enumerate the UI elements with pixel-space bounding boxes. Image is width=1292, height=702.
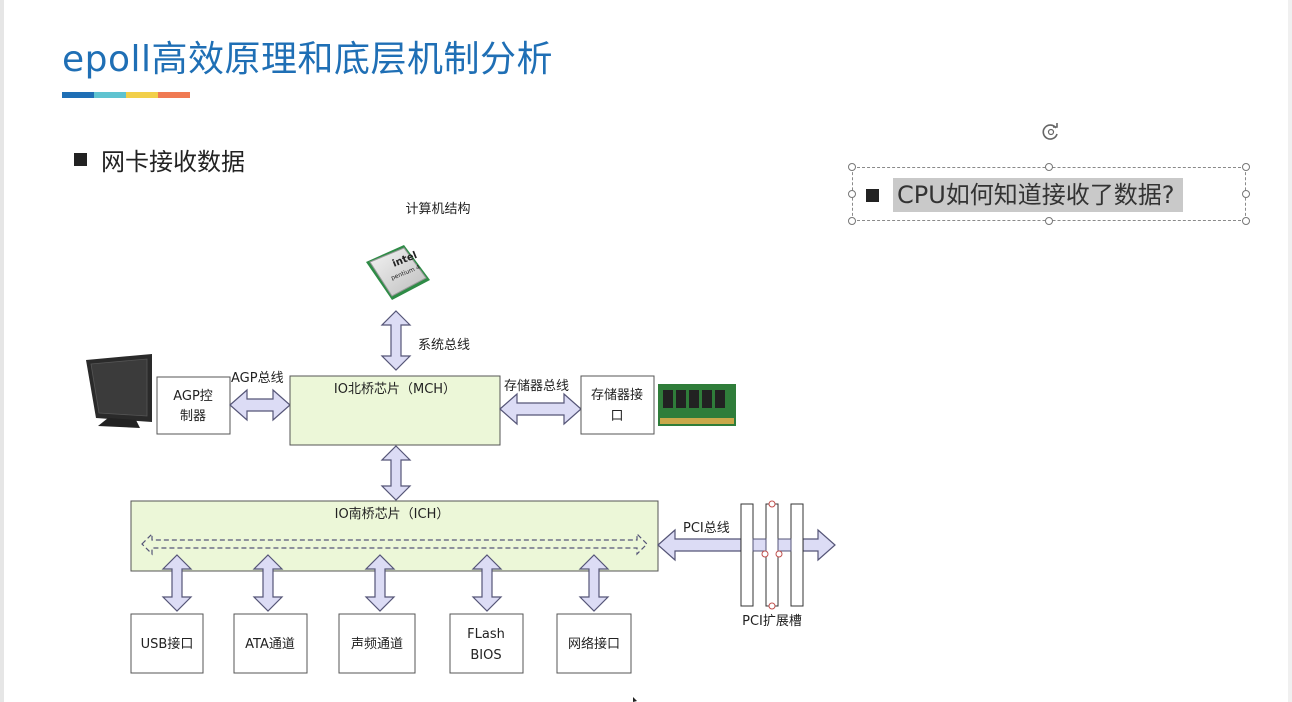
resize-handle-middle-right[interactable]: [1242, 190, 1250, 198]
pci-slot-connector-1: [752, 538, 767, 552]
accent-segment-yellow: [126, 92, 158, 98]
resize-handle-top-right[interactable]: [1242, 163, 1250, 171]
nb-sb-link-arrow: [380, 445, 412, 501]
flash-bios-line1: FLash: [467, 627, 505, 642]
ram-module-icon: [658, 384, 736, 426]
callout-bullet-square-icon: [866, 188, 879, 202]
memory-interface-box: [580, 375, 655, 435]
pci-slot-marker-bottom: [768, 602, 776, 610]
southbridge-chip: [130, 500, 659, 572]
bullet-square-icon: [74, 153, 87, 166]
flash-bios-box: [449, 613, 524, 674]
pci-bus-label: PCI总线: [683, 521, 730, 536]
diagram-caption: 计算机结构: [405, 202, 470, 217]
left-edge: [0, 0, 4, 702]
resize-handle-top-center[interactable]: [1045, 163, 1053, 171]
pci-slot-connector-2: [777, 538, 792, 552]
resize-handle-bottom-right[interactable]: [1242, 217, 1250, 225]
resize-handle-top-left[interactable]: [848, 163, 856, 171]
ata-link-arrow: [252, 554, 284, 612]
memory-bus-arrow: [499, 392, 582, 426]
network-interface-label: 网络接口: [568, 636, 620, 652]
audio-channel-box: [338, 613, 416, 674]
ata-channel-label: ATA通道: [245, 637, 295, 652]
bullet-item: 网卡接收数据: [74, 142, 245, 177]
pci-slot-1: [740, 503, 754, 607]
memory-interface-line1: 存储器接: [591, 387, 643, 403]
cpu-chip-icon: intel pentium 4: [366, 245, 430, 300]
accent-segment-cyan: [94, 92, 126, 98]
pci-slot-marker-right: [775, 550, 783, 558]
memory-interface-line2: 口: [610, 409, 623, 424]
agp-controller-line2: 制器: [180, 409, 206, 424]
network-interface-box: [556, 613, 632, 674]
usb-link-arrow: [161, 554, 193, 612]
system-bus-label: 系统总线: [418, 338, 470, 353]
pci-slot-marker-top: [768, 500, 776, 508]
ata-channel-box: [233, 613, 308, 674]
southbridge-label: IO南桥芯片（ICH）: [335, 506, 450, 522]
audio-link-arrow: [364, 554, 396, 612]
bios-link-arrow: [471, 554, 503, 612]
pci-slot-label: PCI扩展槽: [742, 614, 802, 629]
right-edge: [1288, 0, 1292, 702]
usb-interface-box: [130, 613, 204, 674]
system-bus-arrow: [380, 310, 412, 371]
accent-segment-blue: [62, 92, 94, 98]
accent-segment-orange: [158, 92, 190, 98]
flash-bios-line2: BIOS: [470, 648, 501, 663]
pci-slot-marker-left: [761, 550, 769, 558]
pci-slot-3: [790, 503, 804, 607]
agp-controller-box: [156, 376, 231, 435]
audio-channel-label: 声频通道: [351, 637, 403, 652]
rotate-handle-icon[interactable]: [1041, 122, 1061, 142]
agp-controller-line1: AGP控: [173, 389, 213, 404]
resize-handle-bottom-left[interactable]: [848, 217, 856, 225]
northbridge-label: IO北桥芯片（MCH）: [334, 382, 456, 397]
internal-bus-dashed-arrow: [141, 532, 648, 556]
northbridge-chip: [289, 375, 501, 446]
memory-bus-label: 存储器总线: [504, 379, 569, 394]
usb-interface-label: USB接口: [141, 636, 194, 652]
network-link-arrow: [578, 554, 610, 612]
callout-text[interactable]: CPU如何知道接收了数据?: [893, 178, 1183, 212]
agp-bus-arrow: [229, 388, 291, 422]
bullet-text: 网卡接收数据: [101, 148, 245, 176]
pci-bus-arrow-right: [802, 528, 836, 562]
agp-bus-label: AGP总线: [231, 371, 284, 386]
slide-title: epoll高效原理和底层机制分析: [62, 39, 554, 80]
mouse-cursor-icon: [633, 697, 637, 702]
monitor-icon: [86, 354, 152, 428]
title-accent-bar: [62, 92, 190, 98]
resize-handle-bottom-center[interactable]: [1045, 217, 1053, 225]
callout-bullet: CPU如何知道接收了数据?: [866, 178, 1183, 212]
resize-handle-middle-left[interactable]: [848, 190, 856, 198]
